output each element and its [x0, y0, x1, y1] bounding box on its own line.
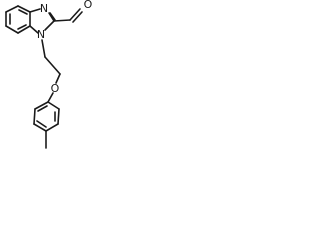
- double-bond: [72, 11, 83, 23]
- double-bond: [49, 12, 56, 21]
- atom-label-n3: N: [40, 2, 48, 15]
- double-bond-inner: [37, 105, 48, 112]
- benzene-ring-fused: [5, 5, 31, 34]
- bond: [45, 123, 59, 132]
- bond: [57, 108, 60, 125]
- molecule-structure: N N O O: [5, 0, 93, 149]
- bond: [34, 101, 49, 110]
- imidazole-ring: [29, 8, 56, 34]
- tolyl-ring: [33, 92, 60, 132]
- bond: [33, 108, 36, 125]
- bond: [17, 5, 31, 13]
- bond: [5, 5, 19, 13]
- atom-label-o-aldehyde: O: [84, 0, 93, 11]
- atom-label-o-ether: O: [51, 82, 60, 95]
- bond: [5, 25, 19, 34]
- bond: [69, 8, 81, 21]
- bond: [53, 19, 71, 22]
- bond: [29, 25, 39, 34]
- atom-label-n1: N: [37, 28, 45, 41]
- bond: [44, 20, 55, 31]
- bond: [41, 39, 46, 58]
- bond: [17, 25, 31, 34]
- bond: [29, 8, 41, 13]
- bond: [33, 123, 47, 132]
- bond: [48, 12, 55, 22]
- ethyl-linker: [41, 39, 61, 84]
- bond: [47, 101, 60, 110]
- bond: [44, 56, 61, 75]
- double-bond-inner: [18, 9, 28, 15]
- bond: [55, 73, 61, 84]
- bond: [47, 92, 54, 103]
- double-bond-inner: [36, 120, 47, 128]
- aldehyde-group: [53, 8, 83, 23]
- double-bond-inner: [17, 24, 27, 30]
